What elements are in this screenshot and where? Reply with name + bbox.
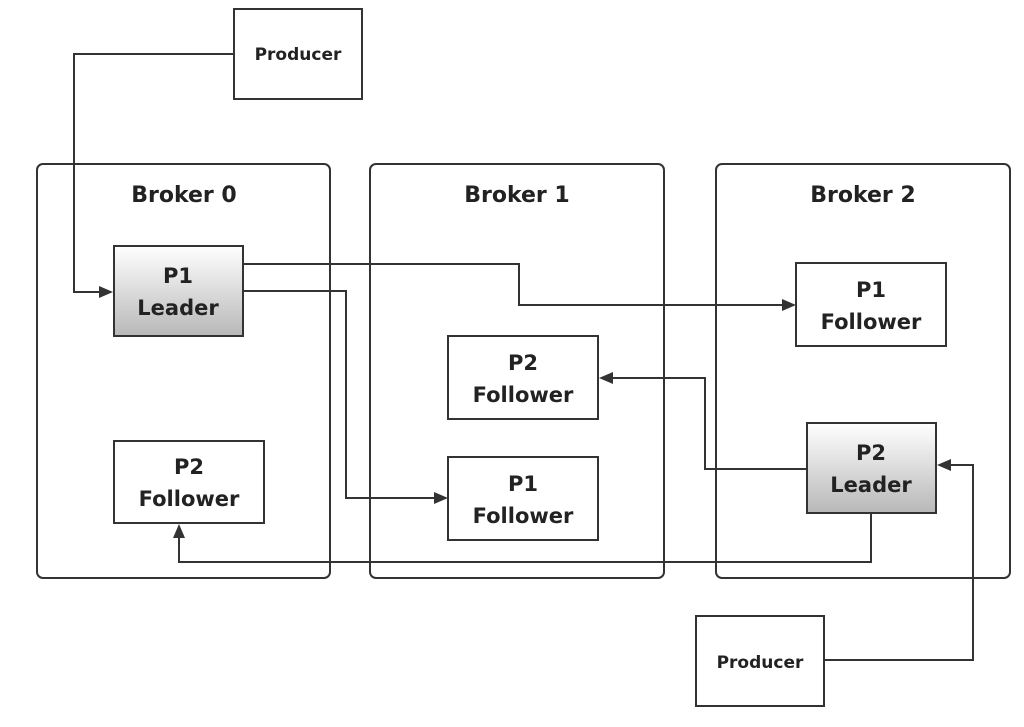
b1-p1-follower-box <box>447 456 599 541</box>
b0-p1-leader-to-b2-p1-follower-line <box>243 263 786 306</box>
b0-p1-leader-partition: P1 <box>163 264 193 288</box>
b0-p1-leader-role: Leader <box>137 296 219 320</box>
broker-0-title: Broker 0 <box>131 183 237 208</box>
b2-p1-follower-role: Follower <box>821 310 922 334</box>
b2-p1-follower-partition: P1 <box>856 278 886 302</box>
b1-p2-follower-box <box>447 335 599 420</box>
b0-p1-leader-to-b1-p1-follower-line <box>243 290 438 499</box>
b1-p2-follower-partition: P2 <box>508 351 538 375</box>
b0-p2-follower: P2 Follower <box>113 440 265 524</box>
b0-p1-leader-to-b2-p1-follower-arrowhead <box>782 299 796 311</box>
b2-p2-leader-to-b0-p2-follower-line <box>178 513 872 563</box>
b2-p2-leader-to-b0-p2-follower-arrowhead <box>173 524 185 538</box>
producer-top-label: Producer <box>255 45 342 65</box>
producer-top-box <box>233 8 363 100</box>
b2-p1-follower: P1 Follower <box>795 262 947 347</box>
b1-p1-follower: P1 Follower <box>447 456 599 541</box>
b0-p2-follower-role: Follower <box>139 487 240 511</box>
b2-p2-leader-partition: P2 <box>856 441 886 465</box>
b0-p2-follower-partition: P2 <box>174 455 204 479</box>
b1-p1-follower-role: Follower <box>473 504 574 528</box>
producer-bottom-box <box>695 615 825 707</box>
b1-p2-follower-role: Follower <box>473 383 574 407</box>
broker-1-title: Broker 1 <box>464 183 570 208</box>
broker-2-frame <box>715 163 1011 579</box>
producer-top: Producer <box>233 8 363 100</box>
producer-bottom-to-b2-p2-leader-arrowhead <box>937 459 951 471</box>
b2-p2-leader: P2 Leader <box>806 422 937 514</box>
b0-p2-follower-box <box>113 440 265 524</box>
b2-p1-follower-box <box>795 262 947 347</box>
b2-p2-leader-box <box>806 422 937 514</box>
b2-p2-leader-to-b1-p2-follower-line <box>609 377 807 470</box>
b2-p2-leader-role: Leader <box>830 473 912 497</box>
producer-bottom: Producer <box>695 615 825 707</box>
b1-p2-follower: P2 Follower <box>447 335 599 420</box>
broker-2: Broker 2 <box>715 163 1011 579</box>
broker-2-title: Broker 2 <box>810 183 916 208</box>
b1-p1-follower-partition: P1 <box>508 472 538 496</box>
b0-p1-leader-to-b1-p1-follower-arrowhead <box>434 492 448 504</box>
connectors <box>73 53 974 661</box>
b0-p1-leader: P1 Leader <box>113 245 244 337</box>
producer-bottom-to-b2-p2-leader-line <box>824 464 974 661</box>
b2-p2-leader-to-b1-p2-follower-arrowhead <box>599 372 613 384</box>
b0-p1-leader-box <box>113 245 244 337</box>
producer-top-to-b0-p1-leader-arrowhead <box>99 286 113 298</box>
producer-bottom-label: Producer <box>717 653 804 673</box>
producer-top-to-b0-p1-leader-line <box>73 53 234 293</box>
